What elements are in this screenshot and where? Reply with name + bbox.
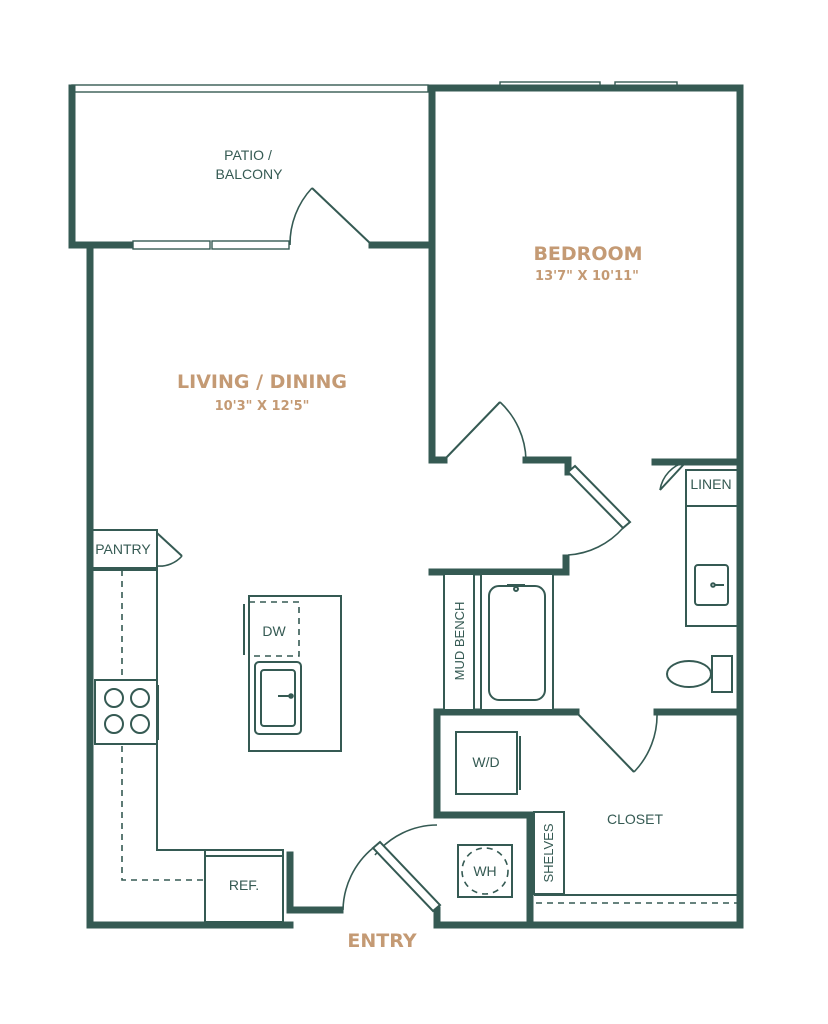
living-dimensions: 10'3" X 12'5": [215, 399, 310, 414]
refrigerator: [204, 849, 284, 923]
closet-door: [575, 711, 658, 773]
bedroom-dimensions: 13'7" X 10'11": [535, 269, 639, 284]
living-slider-left: [132, 240, 211, 250]
entry-wall-left: [286, 851, 344, 914]
water-heater-label: WH: [473, 863, 496, 879]
bedroom-door: [443, 401, 527, 461]
patio-label-line2: BALCONY: [216, 166, 284, 182]
bedroom-label: BEDROOM: [533, 243, 642, 265]
mud-bench-label: MUD BENCH: [452, 602, 467, 681]
patio-label-line1: PATIO /: [224, 147, 272, 163]
upper-cabinets: [121, 570, 205, 881]
bedroom-outer-wall: [428, 84, 744, 929]
mud-bench: [443, 573, 475, 711]
patio-door: [289, 187, 373, 246]
mud-bench-wall: [428, 554, 570, 576]
kitchen: [91, 529, 342, 923]
closet-label: CLOSET: [607, 811, 663, 827]
toilet: [666, 655, 733, 693]
bathtub: [480, 573, 554, 711]
range: [94, 679, 159, 745]
living-left-wall: [86, 244, 294, 929]
refrigerator-label: REF.: [229, 877, 259, 893]
bath-door: [566, 464, 632, 556]
linen-door: [659, 461, 687, 491]
entry-label: ENTRY: [347, 930, 416, 952]
bedroom-bath-wall: [522, 456, 572, 476]
kitchen-sink: [254, 661, 302, 735]
windows: [71, 81, 678, 250]
walls: [68, 84, 744, 929]
patio-top-window: [71, 84, 429, 93]
pantry: [91, 529, 158, 569]
washer-dryer: [455, 731, 518, 795]
entry-door: [342, 840, 442, 913]
water-heater: [457, 844, 513, 898]
living-slider-right: [211, 240, 290, 250]
shelves-label: SHELVES: [541, 823, 556, 882]
pantry-door: [156, 532, 183, 567]
kitchen-island: [243, 595, 342, 752]
living-label: LIVING / DINING: [177, 371, 347, 393]
wh-closet-wall: [433, 811, 534, 929]
linen-label: LINEN: [690, 476, 731, 492]
washer-dryer-label: W/D: [472, 754, 499, 770]
bathroom: [443, 469, 739, 711]
pantry-label: PANTRY: [95, 541, 151, 557]
labels: PATIO / BALCONY BEDROOM 13'7" X 10'11" L…: [95, 147, 731, 952]
doors: [156, 187, 687, 913]
patio-wall: [68, 84, 134, 249]
vanity: [685, 505, 739, 627]
dishwasher: [248, 601, 300, 657]
laundry-closet: [455, 731, 738, 904]
dishwasher-label: DW: [262, 623, 286, 639]
